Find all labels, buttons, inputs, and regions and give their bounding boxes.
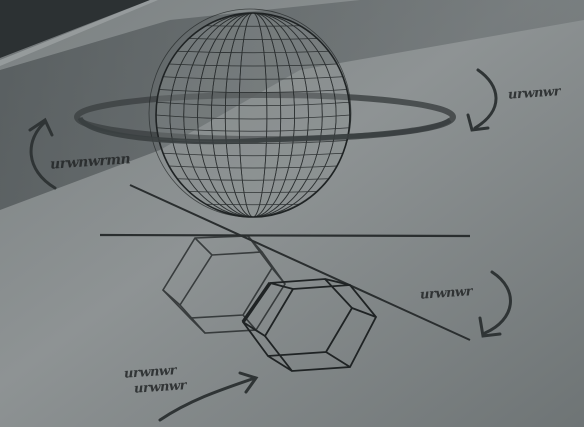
ground-line (100, 235, 470, 236)
